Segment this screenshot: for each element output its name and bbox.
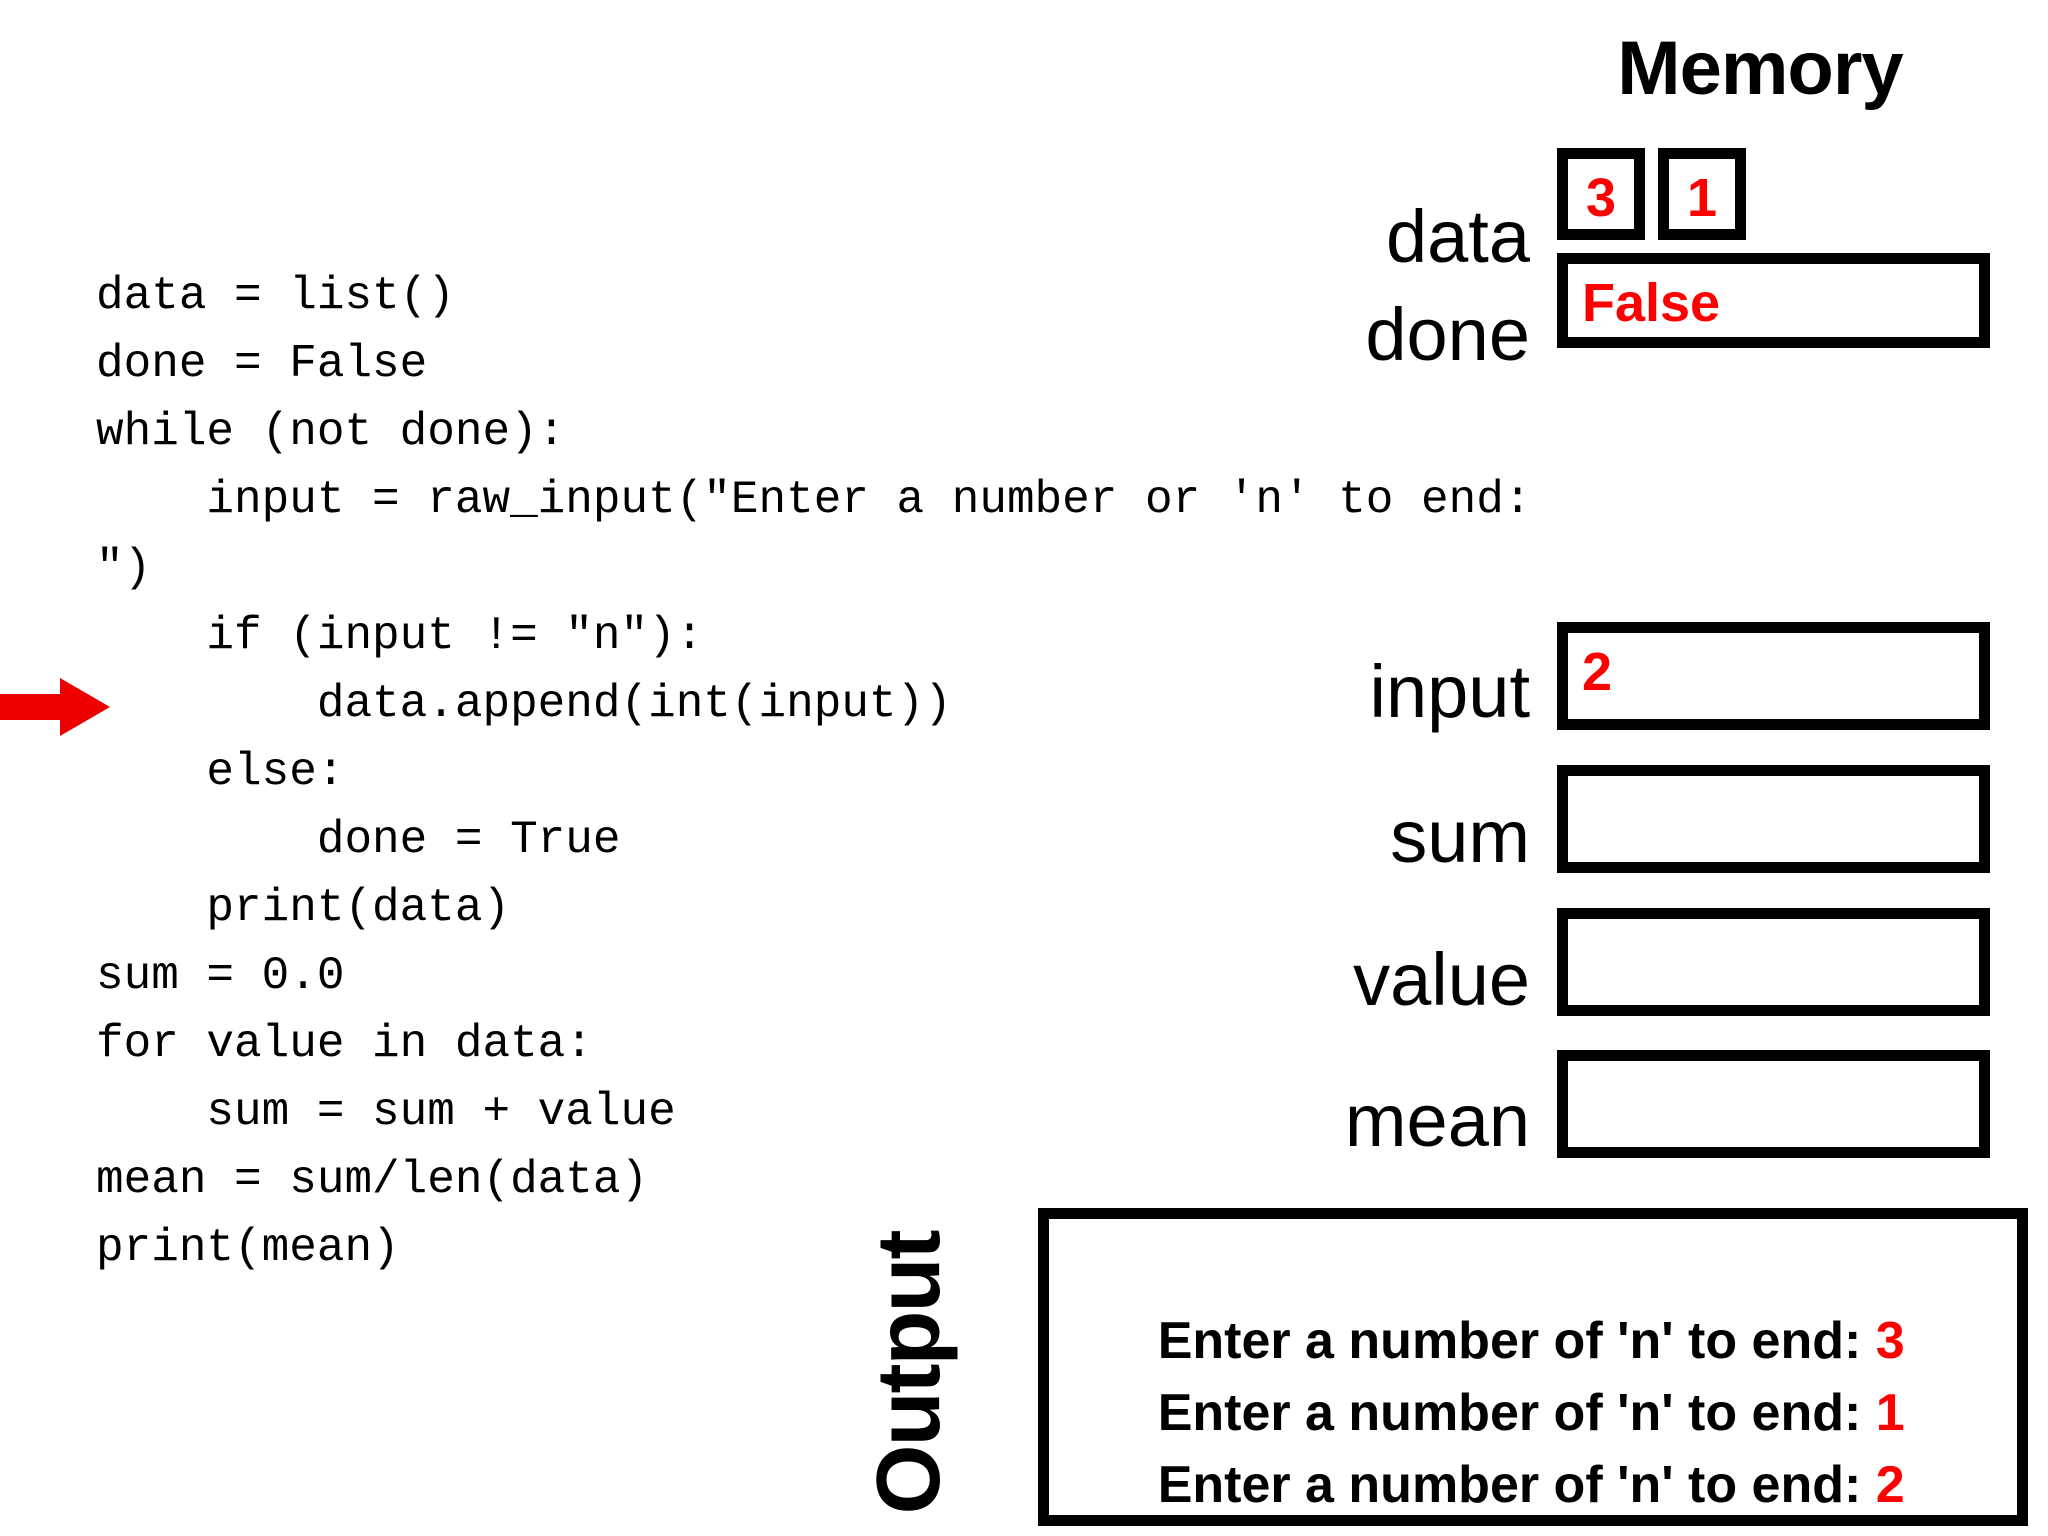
memory-cell-mean	[1557, 1050, 1990, 1158]
memory-cell-data-1: 1	[1658, 148, 1746, 240]
memory-var-label-data: data	[1385, 195, 1530, 278]
output-line-text: Enter a number of 'n' to end:	[1157, 1312, 1876, 1370]
code-listing: data = list() done = False while (not do…	[96, 262, 1531, 1282]
output-line: Enter a number of 'n' to end: 1	[1071, 1329, 1905, 1497]
code-line: else:	[96, 746, 345, 798]
output-line-text: Enter a number of 'n' to end:	[1157, 1456, 1876, 1514]
memory-cell-done: False	[1557, 253, 1990, 348]
output-panel-label: Output	[859, 1231, 959, 1515]
code-line: sum = sum + value	[96, 1086, 676, 1138]
memory-value-data-1: 1	[1686, 168, 1718, 228]
code-line: done = True	[96, 814, 621, 866]
memory-var-label-value: value	[1353, 938, 1530, 1021]
memory-var-label-input: input	[1369, 650, 1530, 733]
output-line-value: 3	[1875, 1312, 1905, 1370]
memory-cell-data-0: 3	[1557, 148, 1645, 240]
memory-cell-value	[1557, 908, 1990, 1016]
output-line: Enter a number of 'n' to end: 3	[1071, 1257, 1905, 1425]
memory-cell-sum	[1557, 765, 1990, 873]
memory-var-label-done: done	[1365, 293, 1530, 376]
memory-value-done: False	[1582, 273, 1721, 333]
memory-title: Memory	[1617, 26, 1903, 111]
code-line: sum = 0.0	[96, 950, 345, 1002]
memory-var-label-sum: sum	[1390, 795, 1530, 878]
output-line-value: 1	[1875, 1384, 1905, 1442]
memory-value-data-0: 3	[1585, 168, 1617, 228]
code-line: done = False	[96, 338, 428, 390]
code-line: while (not done):	[96, 406, 566, 458]
memory-value-input: 2	[1582, 642, 1613, 702]
output-console: Enter a number of 'n' to end: 3 Enter a …	[1038, 1208, 2028, 1526]
code-line: print(mean)	[96, 1222, 400, 1274]
code-line: data.append(int(input))	[96, 678, 952, 730]
code-line: input = raw_input("Enter a number or 'n'…	[96, 474, 1560, 594]
execution-pointer-arrow-icon	[0, 678, 110, 736]
code-line-current: if (input != "n"):	[96, 610, 704, 662]
code-line: print(data)	[96, 882, 511, 934]
output-line-text: Enter a number of 'n' to end:	[1157, 1384, 1876, 1442]
code-line: for value in data:	[96, 1018, 593, 1070]
output-line: Enter a number of 'n' to end: 2	[1071, 1401, 1905, 1536]
memory-cell-input: 2	[1557, 622, 1990, 730]
code-line: data = list()	[96, 270, 455, 322]
output-line-value: 2	[1875, 1456, 1905, 1514]
code-line: mean = sum/len(data)	[96, 1154, 649, 1206]
memory-var-label-mean: mean	[1344, 1079, 1530, 1162]
